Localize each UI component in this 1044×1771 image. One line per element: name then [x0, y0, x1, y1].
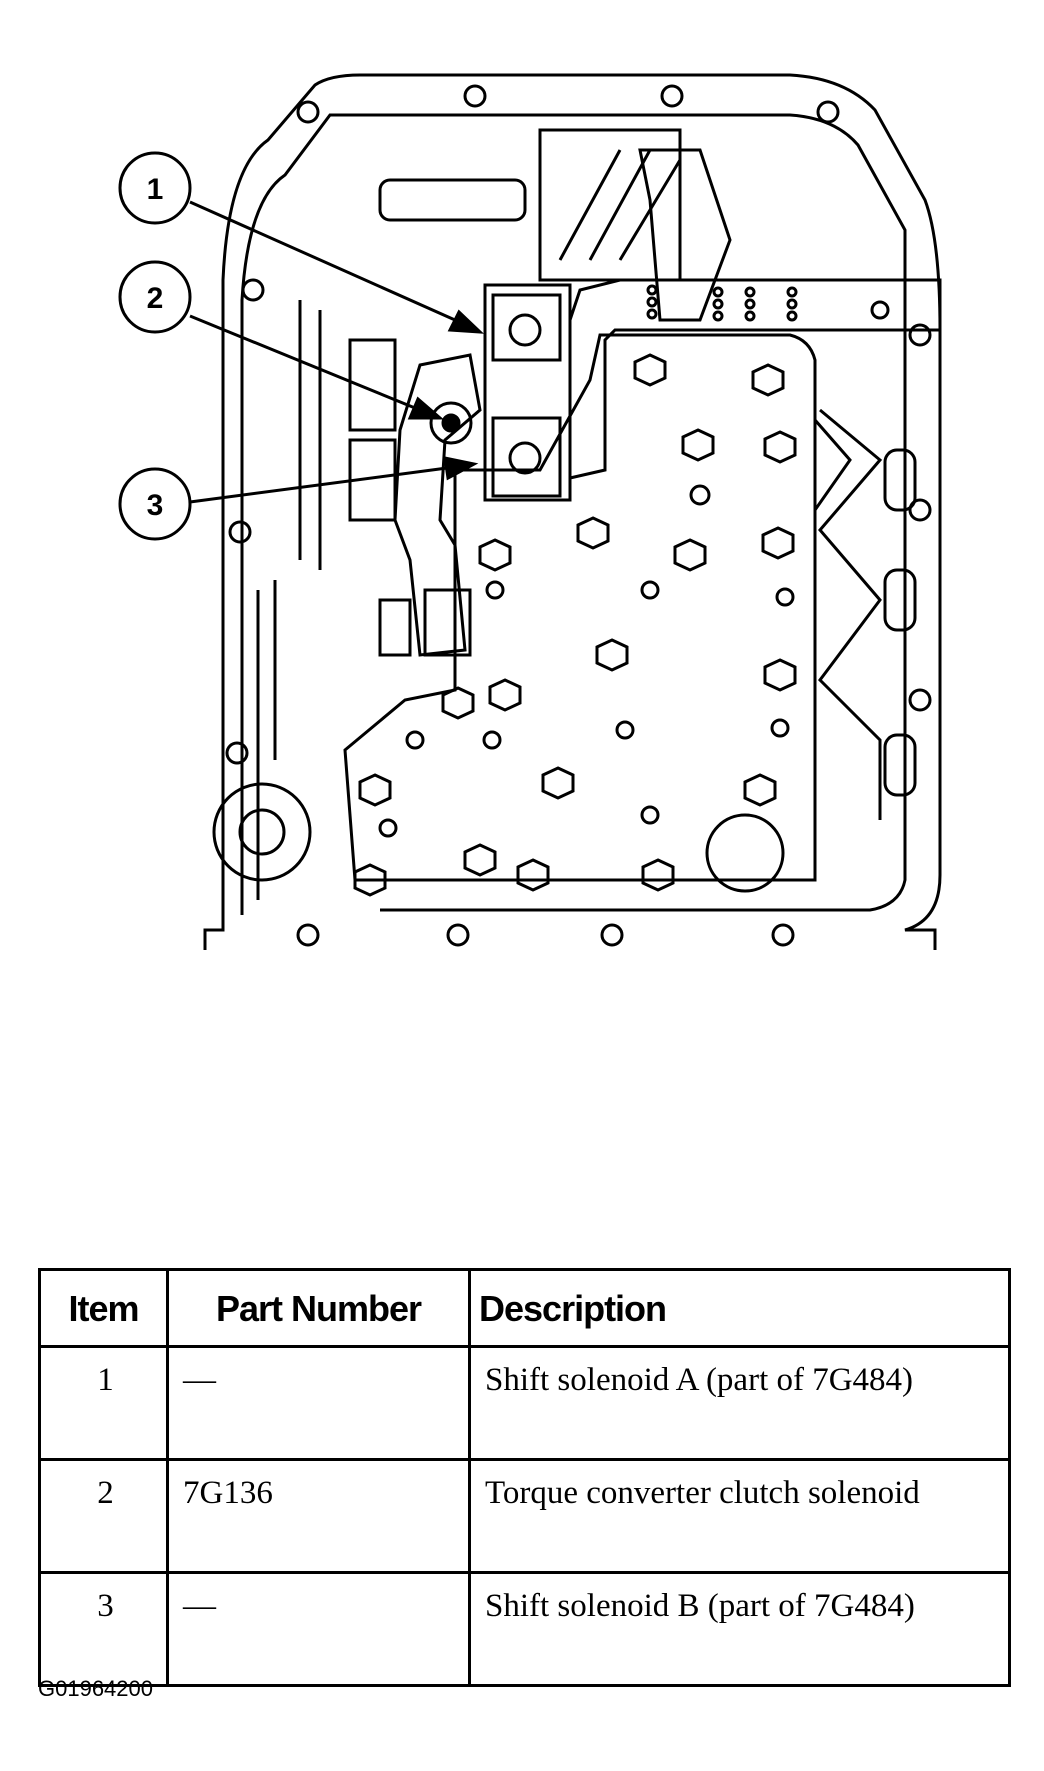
harness-lead [393, 353, 482, 657]
bore-large [705, 813, 785, 893]
valve-body-diagram: 1 2 3 [118, 73, 942, 950]
cell-description: Shift solenoid A (part of 7G484) [468, 1345, 1011, 1461]
parts-table: Item Part Number Description 1 — Shift s… [38, 1268, 1011, 1687]
housing-outline [203, 73, 942, 950]
callout-1-label: 1 [147, 173, 164, 206]
cell-description: Shift solenoid B (part of 7G484) [468, 1571, 1011, 1687]
cell-item: 3 [38, 1571, 169, 1687]
callout-1-arrowhead [447, 309, 485, 334]
valve-plate [343, 333, 817, 882]
callout-3-label: 3 [147, 489, 164, 522]
solenoid-a-body [491, 293, 562, 362]
cell-part-number: 7G136 [166, 1458, 471, 1574]
callout-1-circle [118, 151, 192, 225]
wiring-harness [568, 278, 942, 480]
connector [423, 588, 472, 657]
connector-plug [378, 598, 412, 657]
cell-part-number: — [166, 1345, 471, 1461]
callout-3-leader [189, 466, 448, 504]
header-description: Description [468, 1268, 1011, 1348]
housing-inner [240, 113, 907, 915]
solenoid-housing [483, 283, 572, 502]
spring-stack-upper [348, 338, 397, 432]
cell-item: 1 [38, 1345, 169, 1461]
callout-1-leader [189, 200, 456, 322]
boss-inner [238, 808, 286, 856]
solenoid-b-body [491, 416, 562, 498]
callout-3-arrowhead [443, 456, 479, 481]
figure-id: G01964200 [38, 1676, 153, 1701]
header-part-number: Part Number [166, 1268, 471, 1348]
table-row: 3 — Shift solenoid B (part of 7G484) [38, 1571, 1011, 1687]
cell-item: 2 [38, 1458, 169, 1574]
callout-2-leader [189, 314, 416, 410]
boss-outer [212, 782, 312, 882]
table-row: 1 — Shift solenoid A (part of 7G484) [38, 1345, 1011, 1461]
table-row: 2 7G136 Torque converter clutch solenoid [38, 1458, 1011, 1574]
tcc-solenoid [429, 401, 473, 445]
cell-part-number: — [166, 1571, 471, 1687]
header-item: Item [38, 1268, 169, 1348]
cell-description: Torque converter clutch solenoid [468, 1458, 1011, 1574]
callout-2-arrowhead [407, 396, 445, 420]
callout-2-label: 2 [147, 282, 164, 315]
table-header-row: Item Part Number Description [38, 1268, 1011, 1348]
callout-2-circle [118, 260, 192, 334]
callout-3-circle [118, 467, 192, 541]
